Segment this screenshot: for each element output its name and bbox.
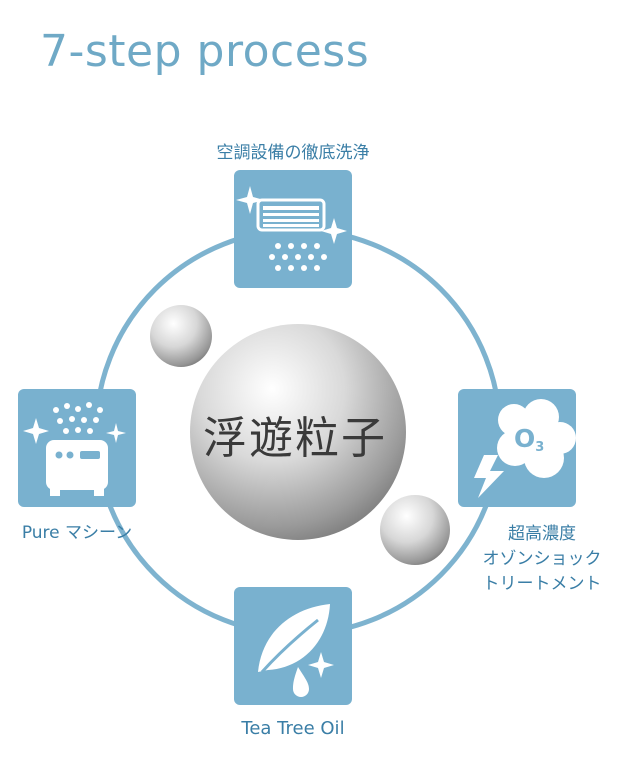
step-right-label: 超高濃度 オゾンショック トリートメント — [462, 522, 622, 597]
ozone-formula: O3 — [514, 424, 544, 455]
step-top-box — [234, 170, 352, 288]
ozone-symbol: O — [514, 424, 536, 453]
step-right-box — [458, 389, 576, 507]
step-top-label: 空調設備の徹底洗浄 — [216, 143, 370, 163]
step-bottom-label: Tea Tree Oil — [241, 718, 345, 739]
step-right-label-line-3: トリートメント — [482, 574, 602, 594]
center-particle-sphere — [190, 324, 406, 540]
air-conditioner-icon — [236, 186, 347, 271]
purifier-machine-icon — [23, 402, 126, 496]
particle-sphere-small-1 — [150, 305, 212, 367]
page-title: 7-step process — [40, 26, 370, 77]
step-right-label-line-1: 超高濃度 — [508, 524, 576, 544]
step-right-label-line-2: オゾンショック — [482, 549, 602, 569]
ozone-icon — [474, 399, 576, 498]
center-label: 浮遊粒子 — [203, 413, 387, 464]
step-left-box — [18, 389, 136, 507]
particle-sphere-small-2 — [380, 495, 450, 565]
leaf-icon — [258, 604, 334, 697]
ozone-subscript: 3 — [535, 440, 545, 455]
step-bottom-box — [234, 587, 352, 705]
step-left-label: Pure マシーン — [21, 523, 133, 543]
